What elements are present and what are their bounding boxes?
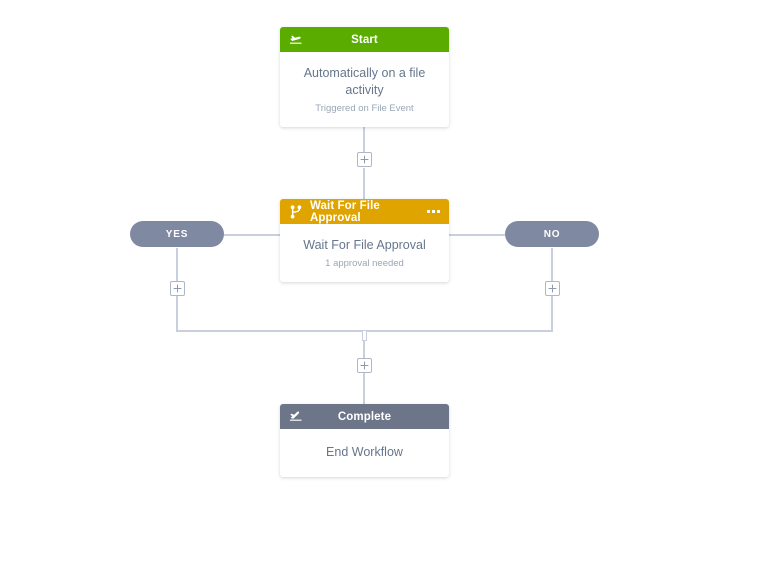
node-start-title: Start xyxy=(351,33,378,46)
add-step-after-start-button[interactable] xyxy=(357,152,372,167)
merge-arrow-icon xyxy=(362,331,367,341)
edge-add-to-complete xyxy=(363,373,365,404)
edge-approval-to-yes xyxy=(224,234,281,236)
code-branch-icon xyxy=(288,204,304,220)
ellipsis-icon[interactable] xyxy=(425,205,441,219)
plus-icon xyxy=(360,155,369,164)
node-approval-body: Wait For File Approval 1 approval needed xyxy=(280,224,449,282)
branch-label-no-text: NO xyxy=(543,228,561,240)
branch-label-yes[interactable]: YES xyxy=(130,221,224,247)
branch-label-no[interactable]: NO xyxy=(505,221,599,247)
node-start[interactable]: Start Automatically on a file activity T… xyxy=(280,27,449,127)
node-approval-title: Wait For File Approval xyxy=(310,199,380,224)
node-complete-body: End Workflow xyxy=(280,429,449,477)
add-step-yes-branch-button[interactable] xyxy=(170,281,185,296)
edge-no-to-add xyxy=(551,248,553,281)
node-complete-body-title: End Workflow xyxy=(326,445,403,459)
node-complete[interactable]: Complete End Workflow xyxy=(280,404,449,477)
node-start-header: Start xyxy=(280,27,449,52)
edge-no-add-to-merge xyxy=(551,296,553,331)
plus-icon xyxy=(548,284,557,293)
edge-start-to-add xyxy=(363,124,365,153)
node-approval-header: Wait For File Approval xyxy=(280,199,449,224)
branch-label-yes-text: YES xyxy=(165,228,189,240)
plus-icon xyxy=(360,361,369,370)
edge-merge-to-add xyxy=(363,340,365,358)
plane-arrival-icon xyxy=(288,409,304,425)
node-wait-for-file-approval[interactable]: Wait For File Approval Wait For File App… xyxy=(280,199,449,282)
plane-departure-icon xyxy=(288,32,304,48)
node-approval-body-title: Wait For File Approval xyxy=(303,238,426,252)
edge-add-to-approval xyxy=(363,168,365,199)
edge-yes-add-to-merge xyxy=(176,296,178,331)
node-approval-body-subtitle: 1 approval needed xyxy=(325,258,404,269)
edge-approval-to-no xyxy=(448,234,505,236)
add-step-before-complete-button[interactable] xyxy=(357,358,372,373)
plus-icon xyxy=(173,284,182,293)
edge-yes-to-add xyxy=(176,248,178,281)
node-complete-header: Complete xyxy=(280,404,449,429)
node-start-body: Automatically on a file activity Trigger… xyxy=(280,52,449,127)
node-start-body-title: Automatically on a file activity xyxy=(303,66,426,97)
add-step-no-branch-button[interactable] xyxy=(545,281,560,296)
node-complete-title: Complete xyxy=(337,410,392,423)
node-start-body-subtitle: Triggered on File Event xyxy=(315,103,414,114)
